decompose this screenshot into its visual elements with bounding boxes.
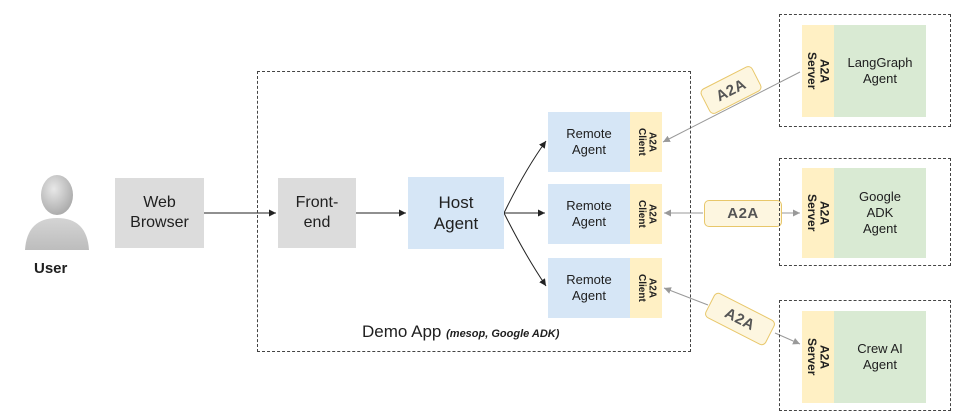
- a2a-pill-2-label: A2A: [727, 205, 759, 222]
- a2a-client-1-label: A2A Client: [636, 128, 658, 156]
- remote-agent-2: Remote Agent: [548, 184, 630, 244]
- server-1-container: [779, 14, 951, 127]
- a2a-server-3-label: A2A Server: [805, 338, 832, 376]
- a2a-pill-1: A2A: [698, 64, 764, 116]
- demo-app-title: Demo App: [362, 322, 442, 341]
- server-3-container: [779, 300, 951, 411]
- web-browser-box: Web Browser: [115, 178, 204, 248]
- remote-agent-1: Remote Agent: [548, 112, 630, 172]
- a2a-server-1-label: A2A Server: [805, 52, 832, 90]
- demo-app-subtitle: (mesop, Google ADK): [446, 328, 560, 340]
- a2a-server-1: A2A Server: [802, 25, 834, 117]
- a2a-pill-1-label: A2A: [713, 75, 749, 105]
- a2a-client-3-label: A2A Client: [636, 274, 658, 302]
- a2a-client-3: A2A Client: [630, 258, 662, 318]
- remote-agent-3: Remote Agent: [548, 258, 630, 318]
- demo-app-container: [257, 71, 691, 352]
- a2a-server-2: A2A Server: [802, 168, 834, 258]
- a2a-pill-3: A2A: [703, 291, 777, 347]
- a2a-client-2-label: A2A Client: [636, 200, 658, 228]
- a2a-pill-3-label: A2A: [722, 304, 758, 334]
- google-adk-agent-box: Google ADK Agent: [834, 168, 926, 258]
- user-label: User: [34, 260, 68, 277]
- demo-app-label: Demo App (mesop, Google ADK): [362, 322, 682, 342]
- host-agent-box: Host Agent: [408, 177, 504, 249]
- a2a-server-3: A2A Server: [802, 311, 834, 403]
- server-2-container: [779, 158, 951, 266]
- a2a-pill-2: A2A: [704, 200, 782, 227]
- a2a-client-1: A2A Client: [630, 112, 662, 172]
- a2a-server-2-label: A2A Server: [805, 194, 832, 232]
- user-avatar-icon: [21, 170, 93, 250]
- crew-ai-agent-box: Crew AI Agent: [834, 311, 926, 403]
- langgraph-agent-box: LangGraph Agent: [834, 25, 926, 117]
- a2a-client-2: A2A Client: [630, 184, 662, 244]
- frontend-box: Front- end: [278, 178, 356, 248]
